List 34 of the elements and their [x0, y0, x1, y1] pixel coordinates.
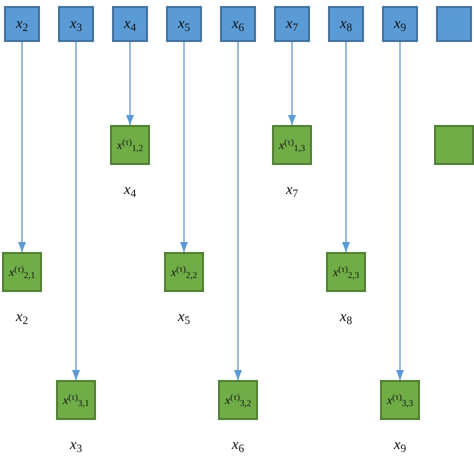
output-box: [434, 125, 474, 165]
input-box: [382, 6, 418, 42]
variable-label: x$_{5}$: [178, 310, 190, 325]
variable-label: x$_{3}$: [70, 438, 82, 453]
arrow: [234, 42, 242, 380]
input-box: [220, 6, 256, 42]
input-box: [58, 6, 94, 42]
variable-label: x$_{7}$: [286, 14, 298, 36]
variable-label: x$_{8}$: [340, 310, 352, 325]
variable-label: x$_{7}$: [286, 183, 298, 198]
input-box: [112, 6, 148, 42]
variable-label: x$_{6}$: [232, 14, 244, 36]
variable-label: x$_{2}$: [16, 310, 28, 325]
variable-label: x$_{5}$: [178, 14, 190, 36]
arrow: [180, 42, 188, 252]
variable-label: x$_{9}$: [394, 438, 406, 453]
input-box: [274, 6, 310, 42]
arrow: [396, 42, 404, 380]
input-box: [328, 6, 364, 42]
arrow: [72, 42, 80, 380]
variable-label: x$_{6}$: [232, 438, 244, 453]
variable-label: x$_{8}$: [340, 14, 352, 36]
input-box: [166, 6, 202, 42]
arrow: [126, 42, 134, 125]
variable-label: x$_{4}$: [124, 14, 136, 36]
variable-label: x$_{4}$: [124, 183, 136, 198]
arrow: [342, 42, 350, 252]
variable-label: x$_{2}$: [16, 14, 28, 36]
arrow: [288, 42, 296, 125]
variable-label: x$_{3}$: [70, 14, 82, 36]
variable-label: x$_{9}$: [394, 14, 406, 36]
arrow: [18, 42, 26, 252]
input-box: [436, 6, 472, 42]
input-box: [4, 6, 40, 42]
